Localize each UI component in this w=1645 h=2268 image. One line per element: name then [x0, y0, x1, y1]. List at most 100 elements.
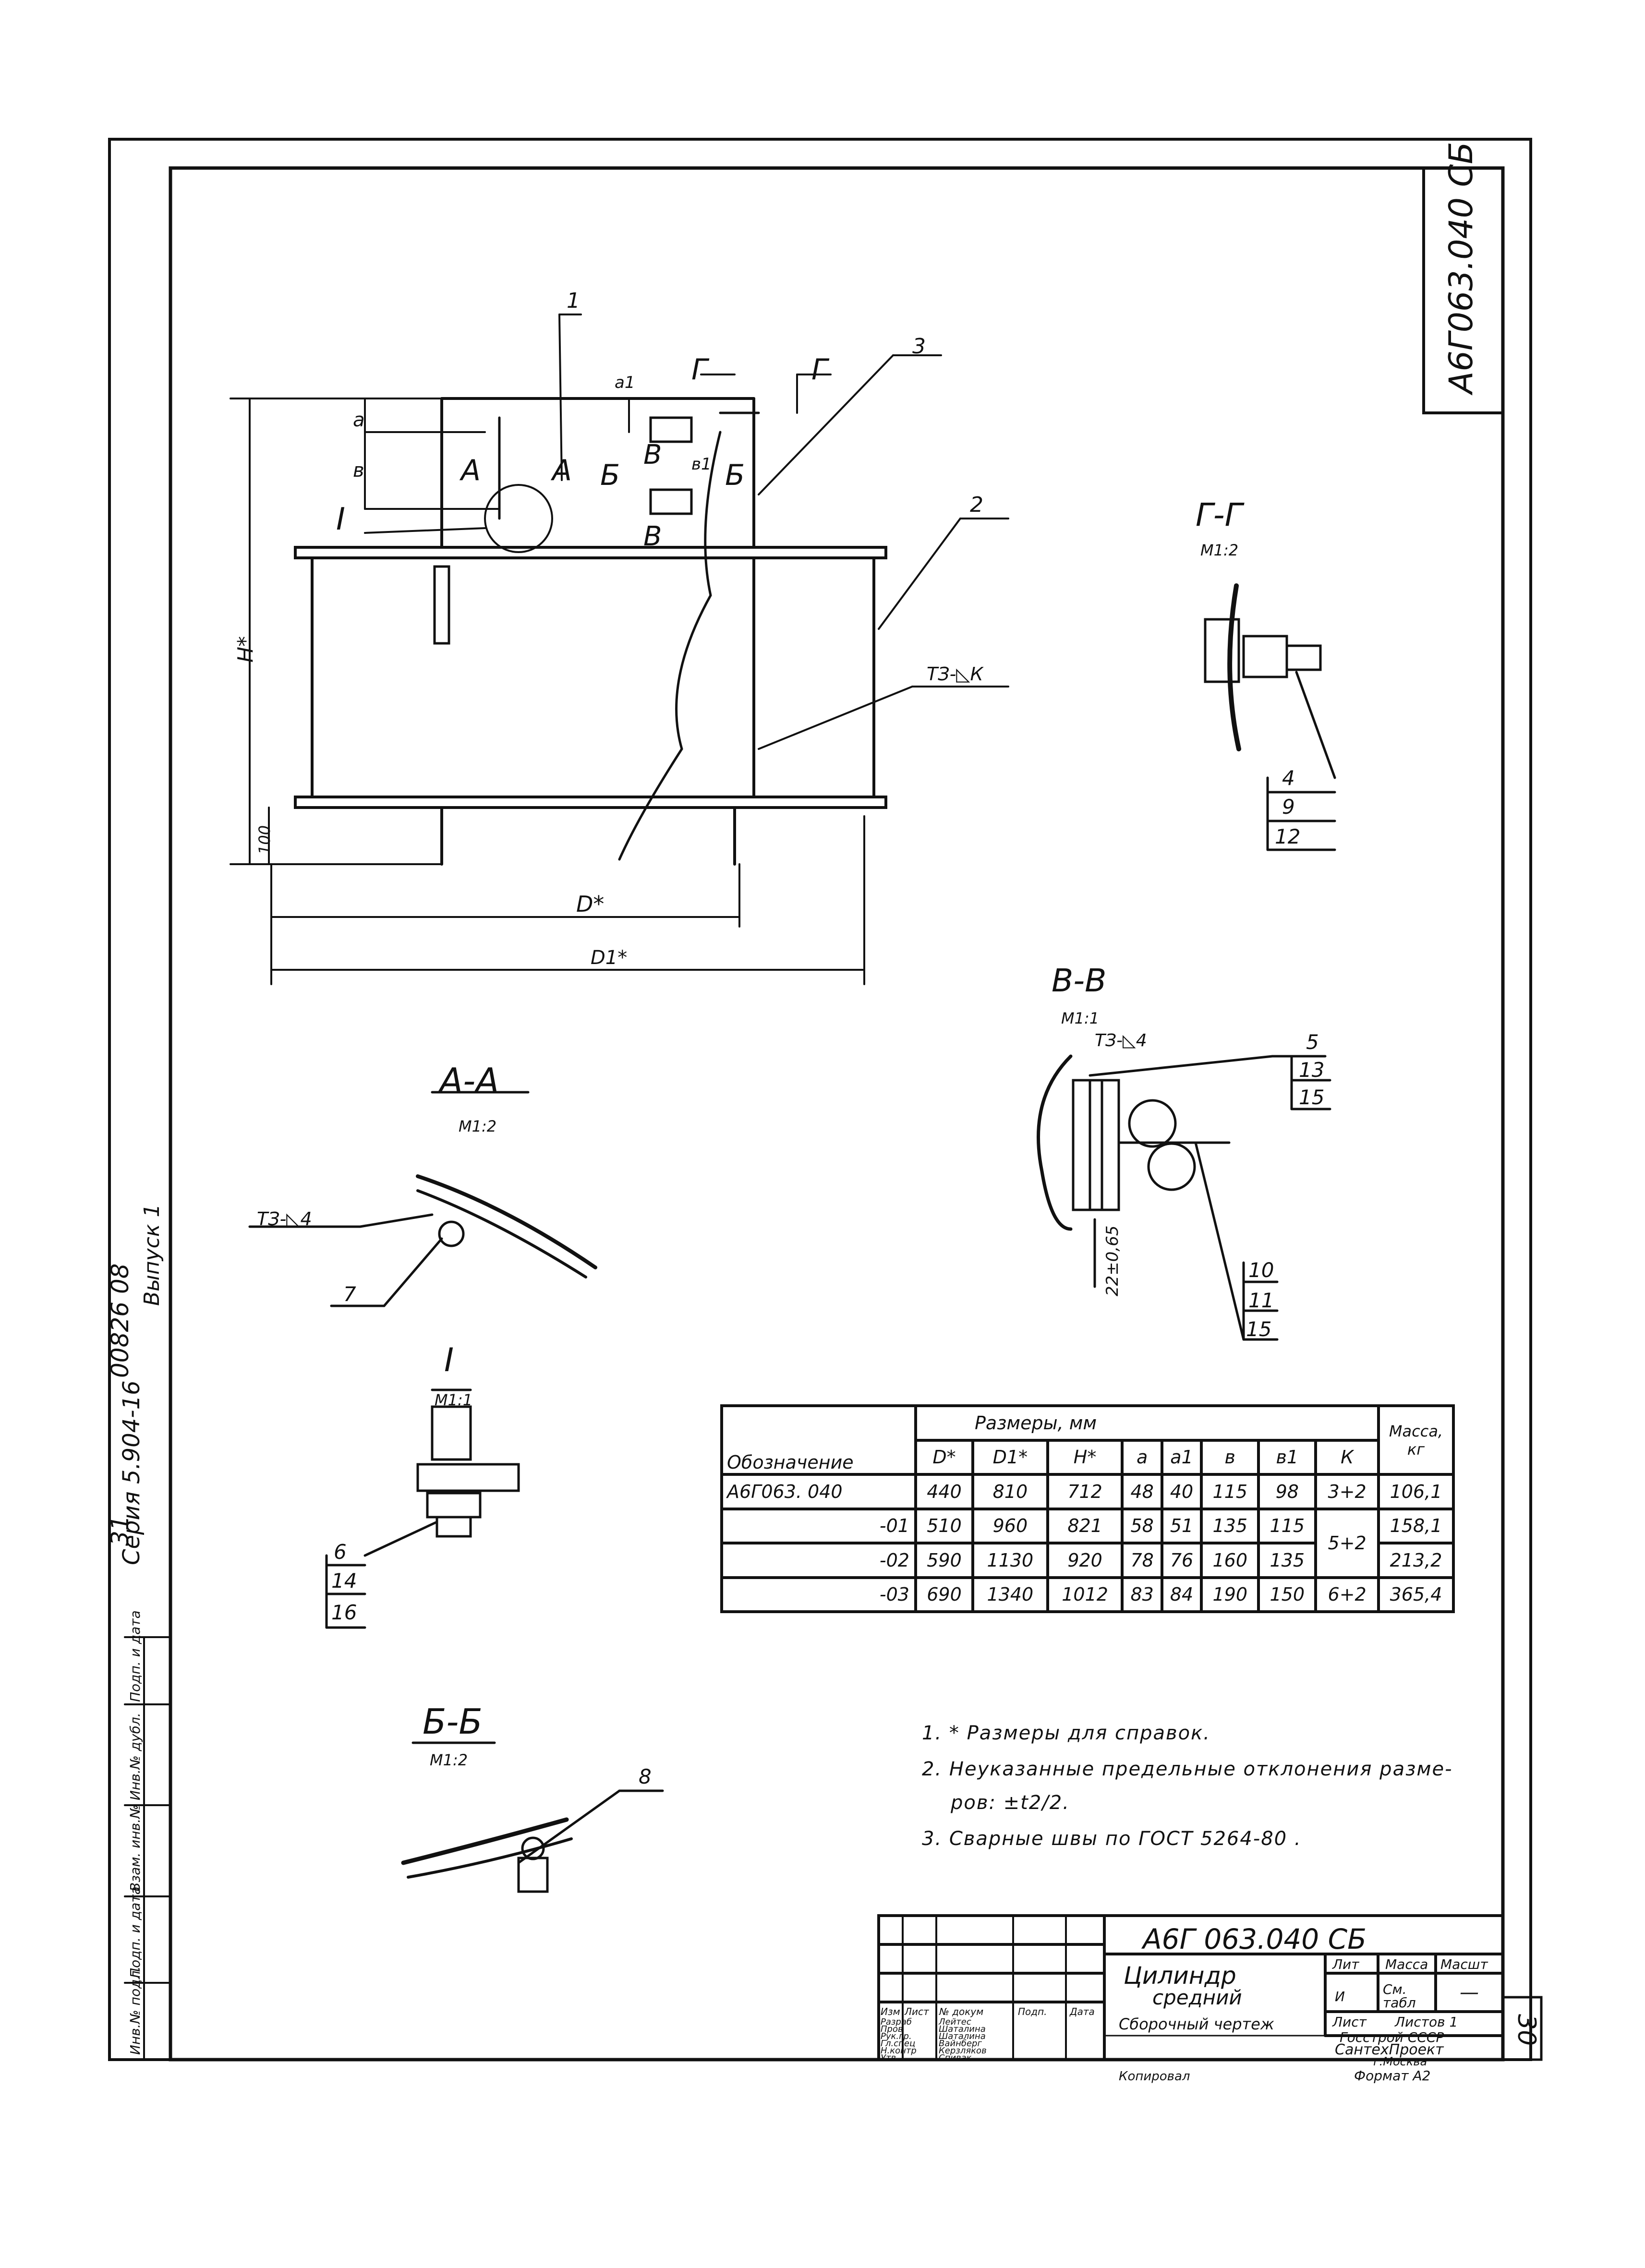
main-dimensions	[230, 314, 1009, 985]
header-col-v1: в1	[1257, 1438, 1318, 1476]
person-checker: Шаталина	[939, 2024, 986, 2034]
view-v-v-pos-15b: 15	[1246, 1317, 1272, 1341]
position-2-label: 2	[970, 493, 983, 517]
rev-header-izm: Изм	[881, 2006, 900, 2017]
role-checker: Пров	[881, 2024, 903, 2034]
table-cell: 440	[914, 1473, 975, 1510]
person-chief-specialist: Вайнберг	[939, 2039, 982, 2049]
view-a-a-pos-7: 7	[343, 1282, 356, 1306]
section-v-mark: В	[643, 439, 662, 470]
sheets-label: Листов 1	[1395, 2014, 1458, 2030]
position-1-label: 1	[567, 289, 580, 313]
format-label: Формат А2	[1354, 2068, 1431, 2084]
code-stamp-box	[1422, 167, 1504, 414]
table-cell: 960	[971, 1507, 1049, 1544]
section-b-mark: Б	[600, 458, 620, 492]
view-one-pos-6: 6	[334, 1540, 347, 1564]
header-designation: Обозначение	[720, 1404, 917, 1476]
header-col-a: а	[1121, 1438, 1163, 1476]
header-dimensions-group: Размеры, мм	[914, 1404, 1380, 1442]
dim-a-label: а	[353, 409, 365, 431]
table-cell: 213,2	[1377, 1542, 1455, 1579]
rev-header-sign: Подп.	[1018, 2006, 1047, 2017]
view-b-b-drawing	[401, 1741, 664, 1893]
view-g-g-drawing	[1204, 583, 1336, 851]
view-v-v-pos-5: 5	[1306, 1030, 1319, 1054]
table-cell: 920	[1046, 1542, 1124, 1579]
rev-header-list: Лист	[905, 2006, 929, 2017]
table-cell: 115	[1257, 1507, 1318, 1544]
section-v-mark-2: В	[643, 521, 662, 552]
title-name-line-2: средний	[1152, 1986, 1242, 2009]
inner-frame	[169, 166, 1505, 2062]
table-cell: 135	[1257, 1542, 1318, 1579]
table-cell: 158,1	[1377, 1507, 1455, 1544]
title-doc-code: А6Г 063.040 СБ	[1143, 1923, 1367, 1955]
sheet-number: 30	[1512, 2014, 1541, 2046]
issue-label: Выпуск 1	[140, 1204, 164, 1306]
table-header-row-1: Обозначение Размеры, мм Масса, кг	[720, 1404, 1455, 1476]
dim-d-label: D*	[576, 891, 605, 917]
table-cell: 150	[1257, 1576, 1318, 1613]
view-one-scale: М1:1	[435, 1391, 473, 1409]
header-col-d1: D1*	[971, 1438, 1049, 1476]
dim-v-label: в	[353, 459, 364, 482]
scale-header: Масшт	[1440, 1956, 1488, 1972]
table-cell: 106,1	[1377, 1473, 1455, 1510]
view-v-v-pos-13: 13	[1299, 1058, 1325, 1082]
role-chief-specialist: Гл.спец	[881, 2039, 916, 2049]
mass-value: См. табл	[1383, 1981, 1416, 2011]
view-b-b-title: Б-Б	[423, 1701, 483, 1742]
table-row: А6Г063. 040 440 810 712 48 40 115 98 3+2…	[720, 1473, 1455, 1510]
header-col-k: К	[1314, 1438, 1380, 1476]
view-g-g-pos-12: 12	[1275, 825, 1301, 848]
view-g-g-pos-9: 9	[1282, 795, 1295, 819]
table-cell: 821	[1046, 1507, 1124, 1544]
row-designation: -03	[720, 1576, 917, 1613]
view-a-a-title: А-А	[439, 1061, 499, 1101]
view-one-pos-16: 16	[331, 1601, 357, 1624]
view-v-v-dimension: 22±0,65	[1103, 1225, 1122, 1296]
view-g-g-pos-4: 4	[1282, 766, 1295, 790]
note-2: 2. Неуказанные предельные отклонения раз…	[922, 1758, 1453, 1780]
view-v-v-pos-10: 10	[1248, 1258, 1274, 1282]
side-stamp-label-3: Взам. инв.№	[127, 1804, 143, 1892]
table-cell: 78	[1121, 1542, 1163, 1579]
view-g-g-title: Г-Г	[1196, 496, 1243, 533]
view-g-g-scale: М1:2	[1200, 541, 1239, 559]
table-cell: 810	[971, 1473, 1049, 1510]
section-g-mark-2: Г	[811, 353, 828, 386]
side-stamp-grid	[124, 1636, 171, 2061]
section-g-mark: Г	[691, 353, 708, 386]
lit-header: Лит	[1332, 1956, 1359, 1972]
view-v-v-drawing	[1037, 1054, 1331, 1341]
table-cell: 115	[1200, 1473, 1260, 1510]
weld-label-main: ТЗ-◺К	[927, 664, 983, 685]
table-cell: 1340	[971, 1576, 1049, 1613]
note-3: 3. Сварные швы по ГОСТ 5264-80 .	[922, 1828, 1302, 1850]
role-group-head: Рук.гр.	[881, 2031, 912, 2041]
rev-header-date: Дата	[1070, 2006, 1095, 2017]
org-line-3: г.Москва	[1373, 2055, 1427, 2068]
role-approver: Утв	[881, 2053, 896, 2063]
org-line-1: Госстрой СССР	[1340, 2029, 1444, 2045]
table-cell: 6+2	[1314, 1576, 1380, 1613]
view-a-a-scale: М1:2	[459, 1117, 497, 1135]
person-norm-control: Керзляков	[939, 2046, 987, 2056]
rev-header-doc: № докум	[939, 2006, 984, 2017]
header-mass: Масса, кг	[1377, 1404, 1455, 1476]
table-row: -02 590 1130 920 78 76 160 135 213,2	[720, 1542, 1455, 1579]
table-cell: 83	[1121, 1576, 1163, 1613]
dim-d1-label: D1*	[591, 947, 628, 969]
mass-header: Масса	[1385, 1956, 1428, 1972]
table-cell: 58	[1121, 1507, 1163, 1544]
table-cell: 690	[914, 1576, 975, 1613]
table-cell: 84	[1160, 1576, 1203, 1613]
main-view-cylinder	[294, 397, 887, 866]
dim-a1-label: а1	[615, 373, 635, 392]
person-approver: Спивак	[939, 2053, 972, 2063]
side-stamp-label-1: Инв.№ подл.	[127, 1966, 143, 2055]
table-row: -01 510 960 821 58 51 135 115 5+2 158,1	[720, 1507, 1455, 1579]
header-col-d: D*	[914, 1438, 975, 1476]
